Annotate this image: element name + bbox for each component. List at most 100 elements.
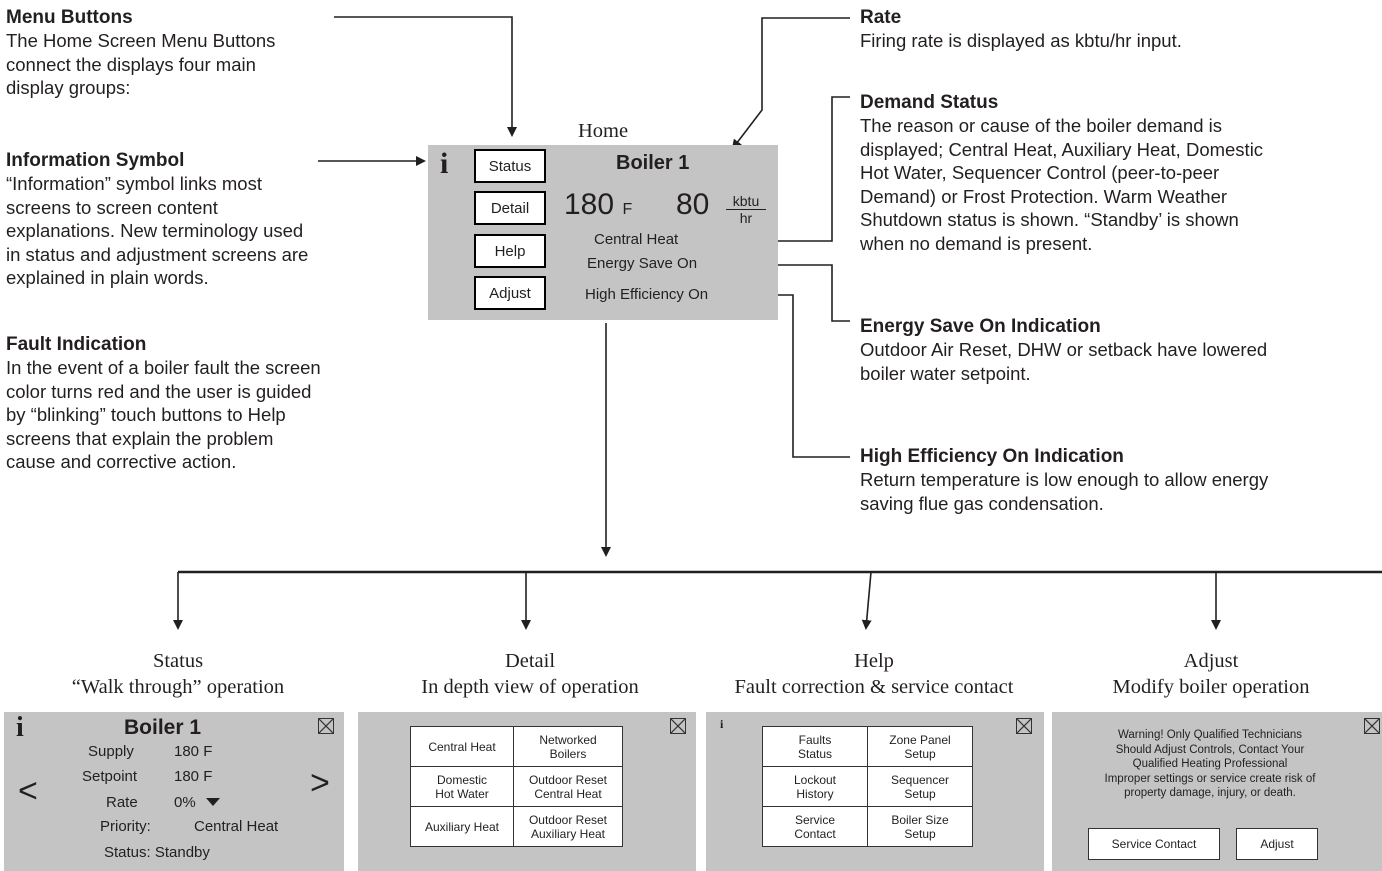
detail-outdoor-reset-central-heat-button[interactable]: Outdoor Reset Central Heat [513, 766, 623, 807]
detail-networked-boilers-button[interactable]: Networked Boilers [513, 726, 623, 767]
adjust-screen-title: Adjust Modify boiler operation [1040, 648, 1382, 700]
close-icon[interactable] [318, 718, 334, 734]
detail-subtitle: In depth view of operation [421, 676, 639, 698]
priority-value: Central Heat [194, 818, 279, 835]
annotation-title: Demand Status [860, 92, 999, 113]
annotation-line: by “blinking” touch buttons to Help [6, 404, 286, 426]
temperature-unit: F [622, 201, 633, 218]
annotation-rate: Rate Firing rate is displayed as kbtu/hr… [860, 7, 1182, 53]
annotation-information-symbol: Information Symbol “Information” symbol … [6, 150, 308, 290]
warning-line: property damage, injury, or death. [1124, 787, 1296, 799]
rate-percent: 0% [174, 794, 196, 811]
annotation-line: screens that explain the problem [6, 427, 274, 449]
annotation-line: The Home Screen Menu Buttons [6, 30, 276, 51]
help-service-contact-button[interactable]: Service Contact [762, 806, 868, 847]
energy-save-indicator: Energy Save On [587, 255, 698, 272]
detail-domestic-hot-water-button[interactable]: Domestic Hot Water [410, 766, 514, 807]
annotation-title: Information Symbol [6, 150, 185, 171]
close-icon[interactable] [1364, 718, 1380, 734]
help-sequencer-setup-button[interactable]: Sequencer Setup [867, 766, 973, 807]
annotation-title: Menu Buttons [6, 7, 133, 28]
annotation-title: Energy Save On Indication [860, 316, 1101, 337]
help-screen-title: Help Fault correction & service contact [700, 648, 1048, 700]
annotation-title: Rate [860, 7, 902, 28]
detail-screen: Central Heat Networked Boilers Domestic … [358, 712, 696, 871]
status-screen-title: Status “Walk through” operation [0, 648, 356, 700]
status-subtitle: “Walk through” operation [71, 676, 285, 698]
warning-line: Should Adjust Controls, Contact Your [1115, 743, 1305, 756]
help-subtitle: Fault correction & service contact [734, 676, 1014, 698]
rate-unit-bottom: hr [739, 210, 753, 226]
info-icon[interactable]: i [720, 717, 724, 731]
boiler-name: Boiler 1 [616, 152, 690, 174]
adjust-subtitle: Modify boiler operation [1112, 676, 1310, 698]
annotation-line: screens to screen content [6, 196, 218, 218]
dropdown-arrow-icon[interactable] [205, 797, 220, 807]
status-button[interactable]: Status [474, 149, 546, 183]
rate-value: 80 [676, 188, 710, 221]
annotation-line: boiler water setpoint. [860, 362, 1031, 384]
previous-arrow-icon[interactable]: < [18, 772, 38, 810]
warning-line: Improper settings or service create risk… [1104, 772, 1316, 785]
help-zone-panel-setup-button[interactable]: Zone Panel Setup [867, 726, 973, 767]
adjust-title: Adjust [1183, 650, 1239, 672]
home-screen-title: Home [578, 120, 629, 142]
annotation-line: explained in plain words. [6, 267, 209, 289]
annotation-menu-buttons: Menu Buttons The Home Screen Menu Button… [6, 7, 275, 100]
demand-status: Central Heat [594, 231, 679, 248]
annotation-high-efficiency: High Efficiency On Indication Return tem… [860, 446, 1268, 515]
annotation-title: Fault Indication [6, 334, 147, 355]
annotation-energy-save: Energy Save On Indication Outdoor Air Re… [860, 316, 1267, 385]
adjust-confirm-button[interactable]: Adjust [1236, 828, 1318, 860]
detail-auxiliary-heat-button[interactable]: Auxiliary Heat [410, 806, 514, 847]
annotation-line: Shutdown status is shown. “Standby’ is s… [860, 209, 1239, 231]
annotation-line: displayed; Central Heat, Auxiliary Heat,… [860, 138, 1264, 160]
rate-value: 0% [174, 794, 220, 811]
help-title: Help [854, 650, 894, 672]
annotation-line: in status and adjustment screens are [6, 243, 309, 265]
boiler-name: Boiler 1 [124, 716, 202, 739]
annotation-title: High Efficiency On Indication [860, 446, 1124, 467]
close-icon[interactable] [1016, 718, 1032, 734]
temperature-value: 180 [564, 188, 615, 221]
rate-unit: kbtu hr [726, 193, 766, 226]
info-icon[interactable]: i [16, 712, 24, 743]
help-lockout-history-button[interactable]: Lockout History [762, 766, 868, 807]
status-title: Status [152, 650, 204, 672]
annotation-line: color turns red and the user is guided [6, 380, 312, 402]
annotation-line: Demand) or Frost Protection. Warm Weathe… [860, 185, 1228, 207]
help-button[interactable]: Help [474, 234, 546, 268]
annotation-demand-status: Demand Status The reason or cause of the… [860, 92, 1263, 256]
supply-label: Supply [88, 743, 134, 760]
next-arrow-icon[interactable]: > [310, 764, 330, 802]
detail-outdoor-reset-auxiliary-heat-button[interactable]: Outdoor Reset Auxiliary Heat [513, 806, 623, 847]
supply-value: 180 F [174, 743, 213, 760]
setpoint-label: Setpoint [82, 768, 138, 785]
annotation-line: Outdoor Air Reset, DHW or setback have l… [860, 339, 1268, 360]
help-faults-status-button[interactable]: Faults Status [762, 726, 868, 767]
help-menu-grid: Faults Status Zone Panel Setup Lockout H… [762, 726, 973, 847]
adjust-warning: Warning! Only Qualified Technicians Shou… [1060, 728, 1360, 801]
detail-central-heat-button[interactable]: Central Heat [410, 726, 514, 767]
annotation-line: explanations. New terminology used [6, 220, 304, 242]
annotation-line: “Information” symbol links most [6, 173, 262, 194]
rate-unit-top: kbtu [726, 193, 766, 210]
status-text: Status: Standby [104, 844, 210, 861]
detail-button[interactable]: Detail [474, 191, 546, 225]
annotation-line: display groups: [6, 77, 131, 99]
annotation-line: In the event of a boiler fault the scree… [6, 357, 321, 378]
annotation-line: connect the displays four main [6, 53, 256, 75]
info-icon[interactable]: i [440, 147, 449, 180]
warning-line: Warning! Only Qualified Technicians [1117, 729, 1303, 741]
close-icon[interactable] [670, 718, 686, 734]
home-screen: i Status Detail Help Adjust Boiler 1 180… [428, 145, 778, 320]
adjust-button[interactable]: Adjust [474, 276, 546, 310]
help-boiler-size-setup-button[interactable]: Boiler Size Setup [867, 806, 973, 847]
annotation-line: when no demand is present. [860, 232, 1093, 254]
setpoint-value: 180 F [174, 768, 213, 785]
service-contact-button[interactable]: Service Contact [1088, 828, 1220, 860]
annotation-line: Firing rate is displayed as kbtu/hr inpu… [860, 30, 1182, 51]
detail-menu-grid: Central Heat Networked Boilers Domestic … [410, 726, 623, 847]
annotation-line: The reason or cause of the boiler demand… [860, 115, 1222, 136]
